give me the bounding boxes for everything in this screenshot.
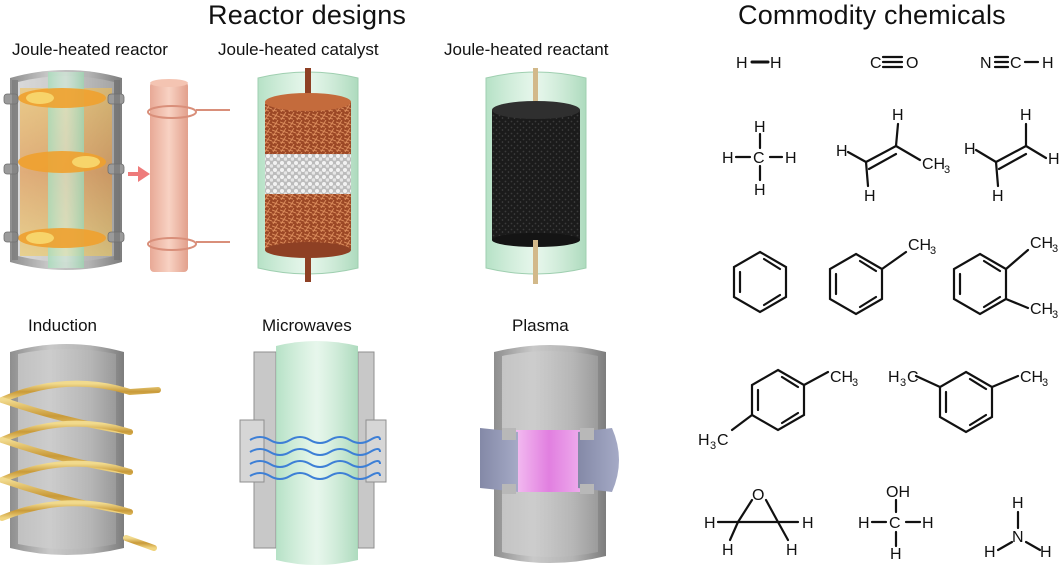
- label-microwaves: Microwaves: [262, 316, 352, 335]
- joule-heating-tube-illustration: [147, 79, 230, 272]
- svg-text:OH: OH: [886, 484, 910, 501]
- svg-text:C: C: [753, 150, 765, 167]
- svg-text:CH: CH: [922, 156, 945, 173]
- svg-text:H: H: [836, 143, 848, 160]
- svg-text:H: H: [992, 188, 1004, 205]
- svg-text:H: H: [984, 544, 996, 561]
- label-joule-heated-reactor: Joule-heated reactor: [12, 40, 168, 59]
- svg-text:3: 3: [710, 440, 716, 452]
- arrow-icon: [128, 166, 150, 182]
- label-induction: Induction: [28, 316, 97, 335]
- methanol-molecule: [870, 498, 922, 548]
- microwave-wave-icon: [249, 436, 381, 480]
- methane-molecule: [734, 132, 784, 182]
- svg-text:H: H: [802, 515, 814, 532]
- hydrogen-cyanide-molecule: [993, 55, 1040, 69]
- joule-heated-reactant-illustration: [485, 68, 587, 284]
- heading-commodity-chemicals: Commodity chemicals: [738, 0, 1006, 30]
- svg-text:H: H: [1042, 55, 1054, 72]
- svg-text:C: C: [870, 55, 882, 72]
- svg-text:H: H: [754, 182, 766, 199]
- heading-reactor-designs: Reactor designs: [208, 0, 407, 30]
- svg-text:H: H: [704, 515, 716, 532]
- svg-text:3: 3: [944, 164, 950, 176]
- svg-text:H: H: [698, 432, 710, 449]
- atom-labels: H H C O N C H H H C H H H H H CH 3 H H H…: [698, 55, 1060, 563]
- svg-text:H: H: [754, 119, 766, 136]
- svg-text:H: H: [864, 188, 876, 205]
- svg-text:3: 3: [1052, 309, 1058, 321]
- svg-text:H: H: [722, 150, 734, 167]
- benzene-molecule: [732, 250, 788, 314]
- label-joule-heated-catalyst: Joule-heated catalyst: [218, 40, 379, 59]
- svg-text:N: N: [1012, 529, 1024, 546]
- svg-text:H: H: [1020, 107, 1032, 124]
- svg-text:N: N: [980, 55, 992, 72]
- joule-heated-catalyst-illustration: [257, 68, 359, 282]
- toluene-molecule: [828, 250, 908, 316]
- ammonia-molecule: [996, 510, 1042, 552]
- svg-text:H: H: [922, 515, 934, 532]
- svg-text:H: H: [890, 546, 902, 563]
- svg-text:H: H: [736, 55, 748, 72]
- svg-text:H: H: [1048, 151, 1060, 168]
- svg-text:H: H: [858, 515, 870, 532]
- svg-text:CH: CH: [1020, 369, 1043, 386]
- svg-text:C: C: [1010, 55, 1022, 72]
- svg-text:3: 3: [1042, 377, 1048, 389]
- svg-text:O: O: [752, 487, 764, 504]
- svg-text:CH: CH: [908, 237, 931, 254]
- p-xylene-molecule: [730, 368, 830, 432]
- svg-text:O: O: [906, 55, 918, 72]
- microwaves-illustration: [239, 341, 387, 565]
- svg-text:CH: CH: [1030, 301, 1053, 318]
- svg-text:3: 3: [852, 377, 858, 389]
- svg-text:H: H: [1040, 544, 1052, 561]
- svg-text:H: H: [1012, 495, 1024, 512]
- svg-text:CH: CH: [830, 369, 853, 386]
- svg-text:H: H: [892, 107, 904, 124]
- ethylene-molecule: [974, 122, 1048, 188]
- ethylene-oxide-molecule: [716, 498, 800, 542]
- o-xylene-molecule: [952, 248, 1030, 316]
- svg-text:H: H: [722, 542, 734, 559]
- svg-text:3: 3: [1052, 243, 1058, 255]
- coil-icon: [0, 380, 161, 551]
- label-plasma: Plasma: [512, 316, 569, 335]
- svg-text:H: H: [888, 369, 900, 386]
- carbon-monoxide-molecule: [881, 55, 904, 69]
- svg-text:C: C: [717, 432, 729, 449]
- svg-text:CH: CH: [1030, 235, 1053, 252]
- joule-heated-reactor-illustration: [3, 70, 125, 270]
- svg-text:C: C: [907, 369, 919, 386]
- svg-text:3: 3: [930, 245, 936, 257]
- plasma-illustration: [480, 345, 619, 563]
- svg-text:H: H: [964, 141, 976, 158]
- svg-text:H: H: [770, 55, 782, 72]
- svg-text:C: C: [889, 515, 901, 532]
- label-joule-heated-reactant: Joule-heated reactant: [444, 40, 609, 59]
- induction-illustration: [0, 344, 161, 555]
- svg-text:H: H: [786, 542, 798, 559]
- propylene-molecule: [846, 122, 922, 188]
- svg-text:3: 3: [900, 377, 906, 389]
- svg-text:H: H: [785, 150, 797, 167]
- m-xylene-molecule: [914, 370, 1020, 434]
